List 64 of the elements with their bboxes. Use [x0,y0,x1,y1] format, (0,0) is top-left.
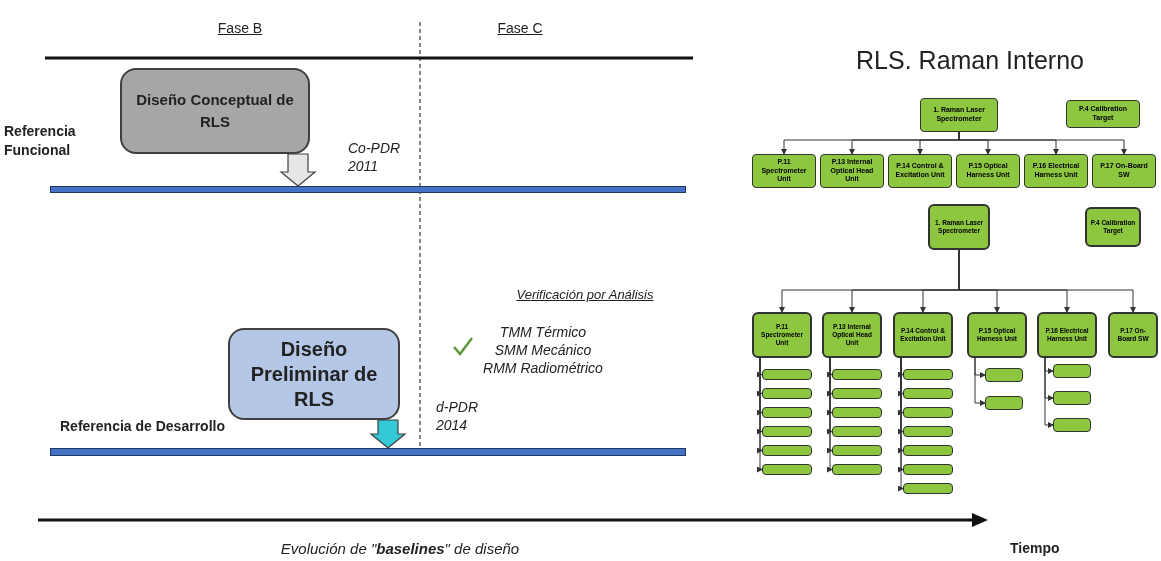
hierarchy-box [920,98,998,132]
hierarchy-box [1108,312,1158,358]
baseline-bar [50,186,686,193]
sub-item-box [1053,364,1091,378]
sub-item-box [762,388,812,399]
text-label: Referencia de Desarrollo [60,417,226,436]
hierarchy-box [967,312,1027,358]
hierarchy-box [1024,154,1088,188]
text-label: Evolución de "baselines" de diseño [279,539,521,559]
hierarchy-box [752,154,816,188]
text-label: Referencia Funcional [4,122,77,161]
block-arrow [369,419,407,449]
hierarchy-box [1037,312,1097,358]
sub-item-box [832,464,882,475]
sub-item-box [762,407,812,418]
text-label: TMM Térmico [498,323,588,342]
node-label: Diseño Preliminar de RLS [249,336,379,412]
sub-item-box [762,426,812,437]
text-label: Co-PDR 2011 [348,140,402,175]
sub-item-box [832,388,882,399]
sub-item-box [832,369,882,380]
sub-item-box [1053,391,1091,405]
text-label: Fase C [496,19,544,38]
text-label: SMM Mecánico [493,341,593,360]
hierarchy-box [888,154,952,188]
hierarchy-box [1066,100,1140,128]
text-label: Fase B [216,19,264,38]
sub-item-box [985,396,1023,410]
baseline-bar [50,448,686,456]
hierarchy-box [893,312,953,358]
hierarchy-box [752,312,812,358]
hierarchy-box [820,154,884,188]
sub-item-box [903,369,953,380]
sub-item-box [762,369,812,380]
hierarchy-box [1092,154,1156,188]
connector-arrow [958,249,1136,313]
hierarchy-box [928,204,990,250]
sub-item-box [832,445,882,456]
text-label: Verificación por Análisis [515,286,655,304]
hierarchy-box [822,312,882,358]
sub-item-box [903,388,953,399]
diagram-title: RLS. Raman Interno [855,45,1085,76]
sub-item-box [903,464,953,475]
sub-item-box [985,368,1023,382]
text-label: d-PDR 2014 [436,399,479,434]
design-box [228,328,400,420]
sub-item-box [832,407,882,418]
block-arrow [279,153,317,187]
sub-item-box [903,445,953,456]
connector-arrow [1044,357,1054,428]
sub-item-box [903,426,953,437]
hierarchy-box [1085,207,1141,247]
node-label: Diseño Conceptual de RLS [135,89,295,132]
sub-item-box [1053,418,1091,432]
hierarchy-box [956,154,1020,188]
sub-item-box [762,464,812,475]
text-label: RMM Radiométrico [482,359,604,378]
sub-item-box [903,483,953,494]
sub-item-box [832,426,882,437]
sub-item-box [903,407,953,418]
text-label: Tiempo [1010,539,1061,558]
design-box [120,68,310,154]
connector-arrow [974,357,986,406]
sub-item-box [762,445,812,456]
